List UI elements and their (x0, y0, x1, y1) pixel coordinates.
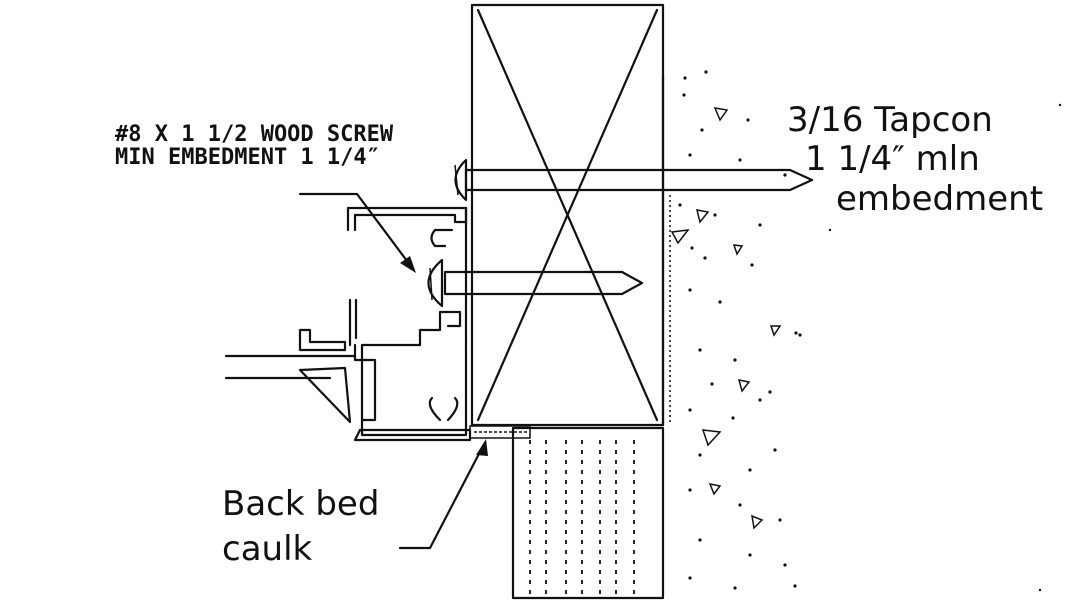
tapcon-anchor (454, 158, 814, 202)
caulk-callout-line2: caulk (222, 529, 313, 569)
wood-buck (470, 3, 665, 427)
screw-callout-line2: MIN EMBEDMENT 1 1/4″ (115, 145, 380, 170)
tapcon-callout-line1: 3/16 Tapcon (787, 100, 993, 140)
tapcon-callout-line3: embedment (836, 179, 1043, 219)
tapcon-callout-line2: 1 1/4″ mln (805, 139, 980, 179)
screw-leader-line (298, 192, 412, 267)
masonry-block (511, 426, 665, 600)
leader-arrows (298, 192, 488, 550)
screw-callout-line1: #8 X 1 1/2 WOOD SCREW (115, 122, 394, 147)
caulk-leader-arrowhead (476, 439, 488, 456)
caulk-leader-line (398, 446, 484, 550)
concrete-aggregate (670, 107, 782, 530)
wood-screw (427, 258, 644, 308)
glazing-lite (224, 354, 357, 424)
concrete-stipple (678, 70, 1062, 592)
screw-leader-arrowhead (400, 256, 416, 273)
caulk-callout-line1: Back bed (222, 484, 379, 524)
